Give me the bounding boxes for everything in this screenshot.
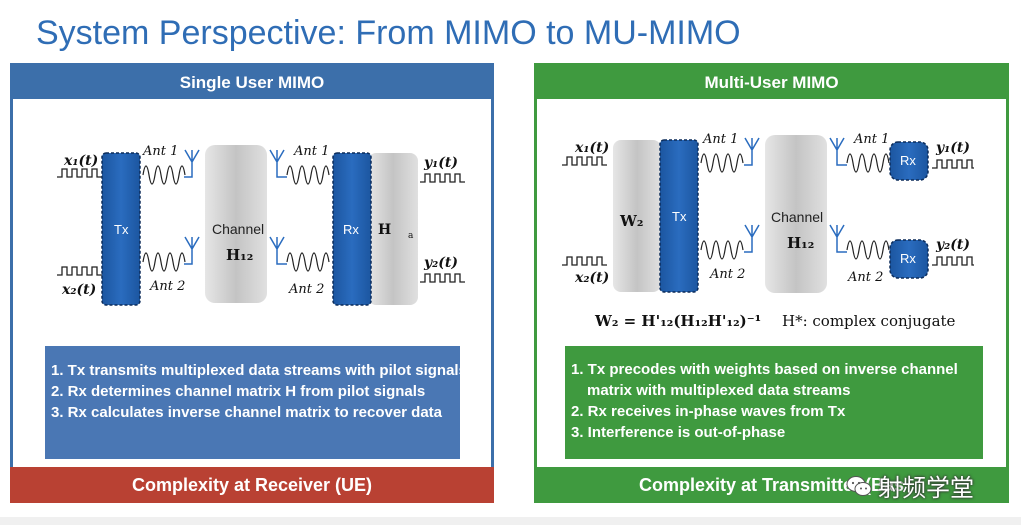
note-line: 3. Rx calculates inverse channel matrix … [51, 404, 443, 421]
label-ant1-tx: Ant 1 [702, 132, 738, 147]
label-y2: y₂(t) [935, 237, 970, 253]
h-label: H [378, 222, 391, 238]
h12-label: H₁₂ [787, 234, 814, 252]
label-ant2-rx: Ant 2 [847, 270, 883, 285]
channel-label: Channel [212, 221, 264, 237]
label-ant1-rx: Ant 1 [853, 132, 889, 147]
square-wave-y1 [420, 173, 465, 183]
w2-block [613, 140, 661, 292]
square-wave-x1 [57, 168, 102, 178]
tx-label: Tx [672, 209, 687, 224]
h-block [368, 153, 418, 305]
tx-block [659, 139, 699, 293]
sine-wave-ant1-rx [846, 153, 890, 173]
label-ant1-rx: Ant 1 [293, 144, 329, 159]
label-ant2-tx: Ant 2 [709, 267, 745, 282]
square-wave-y2 [932, 256, 974, 266]
antenna-icon [744, 137, 760, 253]
h12-label: H₁₂ [226, 246, 253, 264]
note-line: 3. Interference is out-of-phase [571, 424, 786, 441]
label-y1: y₁(t) [935, 140, 970, 156]
watermark: 射频学堂 [846, 468, 974, 503]
label-ant2-rx: Ant 2 [288, 282, 324, 297]
channel-block [205, 145, 267, 303]
rx2-label: Rx [900, 251, 916, 266]
note-line: 1. Tx precodes with weights based on inv… [571, 361, 958, 378]
square-wave-x1 [562, 156, 607, 166]
square-wave-y1 [932, 159, 974, 169]
label-y1: y₁(t) [423, 155, 458, 171]
tx-label: Tx [114, 222, 129, 237]
square-wave-x2 [562, 256, 607, 266]
rx1-block [889, 141, 929, 181]
note-line: matrix with multiplexed data streams [587, 382, 851, 399]
footer-complexity-transmitter: Complexity at Transmitter (Bas [534, 467, 1009, 503]
sine-wave-ant1-rx [286, 165, 330, 185]
multi-user-notes: 1. Tx precodes with weights based on inv… [565, 346, 983, 459]
antenna-icon [269, 149, 287, 265]
w2-label: W₂ [619, 212, 643, 230]
panel-header-multi-user: Multi-User MIMO [537, 66, 1006, 99]
label-x1: x₁(t) [574, 140, 609, 156]
rx-label: Rx [343, 222, 359, 237]
channel-block [765, 135, 827, 293]
note-line: 2. Rx determines channel matrix H from p… [51, 383, 426, 400]
label-x1: x₁(t) [63, 153, 98, 169]
antenna-icon [829, 137, 847, 253]
wechat-icon [846, 475, 872, 496]
note-line: 1. Tx transmits multiplexed data streams… [51, 362, 467, 379]
label-ant1-tx: Ant 1 [142, 144, 178, 159]
label-x2: x₂(t) [61, 282, 96, 298]
rx1-label: Rx [900, 153, 916, 168]
sine-wave-ant1-tx [142, 165, 186, 185]
square-wave-x2 [57, 266, 102, 276]
bottom-bar [0, 517, 1021, 525]
footer-complexity-receiver: Complexity at Receiver (UE) [10, 467, 494, 503]
panel-header-single-user: Single User MIMO [13, 66, 491, 99]
antenna-icon [184, 149, 200, 265]
rx-block [332, 152, 372, 306]
label-ant2-tx: Ant 2 [149, 279, 185, 294]
formula-note: H*: complex conjugate [782, 312, 956, 330]
channel-label: Channel [771, 209, 823, 225]
sine-wave-ant2-rx [846, 240, 890, 260]
square-wave-y2 [420, 273, 465, 283]
sine-wave-ant2-rx [286, 252, 330, 272]
rx2-block [889, 239, 929, 279]
label-x2: x₂(t) [574, 270, 609, 286]
sine-wave-ant1-tx [700, 153, 744, 173]
note-line: 2. Rx receives in-phase waves from Tx [571, 403, 846, 420]
sine-wave-ant2-tx [142, 252, 186, 272]
tx-block [101, 152, 141, 306]
label-y2: y₂(t) [423, 255, 458, 271]
sine-wave-ant2-tx [700, 240, 744, 260]
precoding-formula: W₂ = H'₁₂(H₁₂H'₁₂)⁻¹ [594, 312, 761, 330]
page-title: System Perspective: From MIMO to MU-MIMO [36, 14, 741, 52]
watermark-text: 射频学堂 [878, 474, 974, 502]
h-sub-label: a [408, 231, 414, 241]
single-user-notes: 1. Tx transmits multiplexed data streams… [45, 346, 467, 459]
